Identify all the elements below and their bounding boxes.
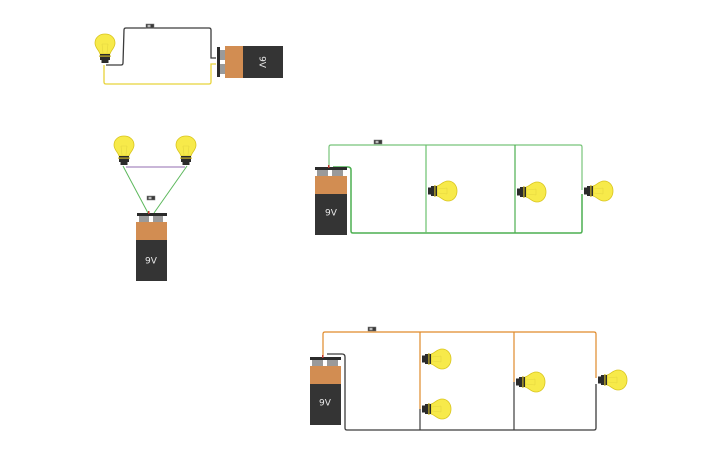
battery-label: 9V xyxy=(325,209,338,219)
circuit-4: 9V xyxy=(310,326,628,431)
battery-9v[interactable]: 9V xyxy=(136,211,167,281)
bulb-icon xyxy=(597,369,628,391)
circuit-3: 9V xyxy=(315,139,614,235)
battery-9v[interactable]: 9V xyxy=(315,165,347,235)
switch-icon[interactable] xyxy=(373,139,383,145)
bulb-icon xyxy=(421,348,452,370)
wire-green-right[interactable] xyxy=(153,165,188,214)
wire-green-top[interactable] xyxy=(328,144,583,190)
battery-9v[interactable]: 9V xyxy=(217,46,283,78)
battery-9v[interactable]: 9V xyxy=(310,355,341,425)
switch-icon[interactable] xyxy=(145,23,155,29)
battery-label: 9V xyxy=(319,399,332,409)
battery-label: 9V xyxy=(145,257,158,267)
bulb-icon xyxy=(175,135,197,166)
wire-green-left[interactable] xyxy=(122,165,149,214)
switch-icon[interactable] xyxy=(367,326,377,332)
bulb-icon xyxy=(421,398,452,420)
bulb-icon xyxy=(427,180,458,202)
battery-label: 9V xyxy=(257,56,267,69)
circuit-2: 9V xyxy=(113,135,197,281)
circuit-1: 9V xyxy=(94,23,283,85)
wire-yellow[interactable] xyxy=(103,63,216,85)
wire-green-bottom[interactable] xyxy=(333,166,583,234)
wire-black[interactable] xyxy=(106,27,216,66)
switch-icon[interactable] xyxy=(146,195,156,201)
bulb-icon xyxy=(515,371,546,393)
bulb-icon xyxy=(113,135,135,166)
bulb-icon xyxy=(583,180,614,202)
bulb-icon xyxy=(516,181,547,203)
wire-orange-top[interactable] xyxy=(322,331,597,378)
bulb-icon xyxy=(94,33,116,64)
wire-black-bottom[interactable] xyxy=(327,353,597,431)
